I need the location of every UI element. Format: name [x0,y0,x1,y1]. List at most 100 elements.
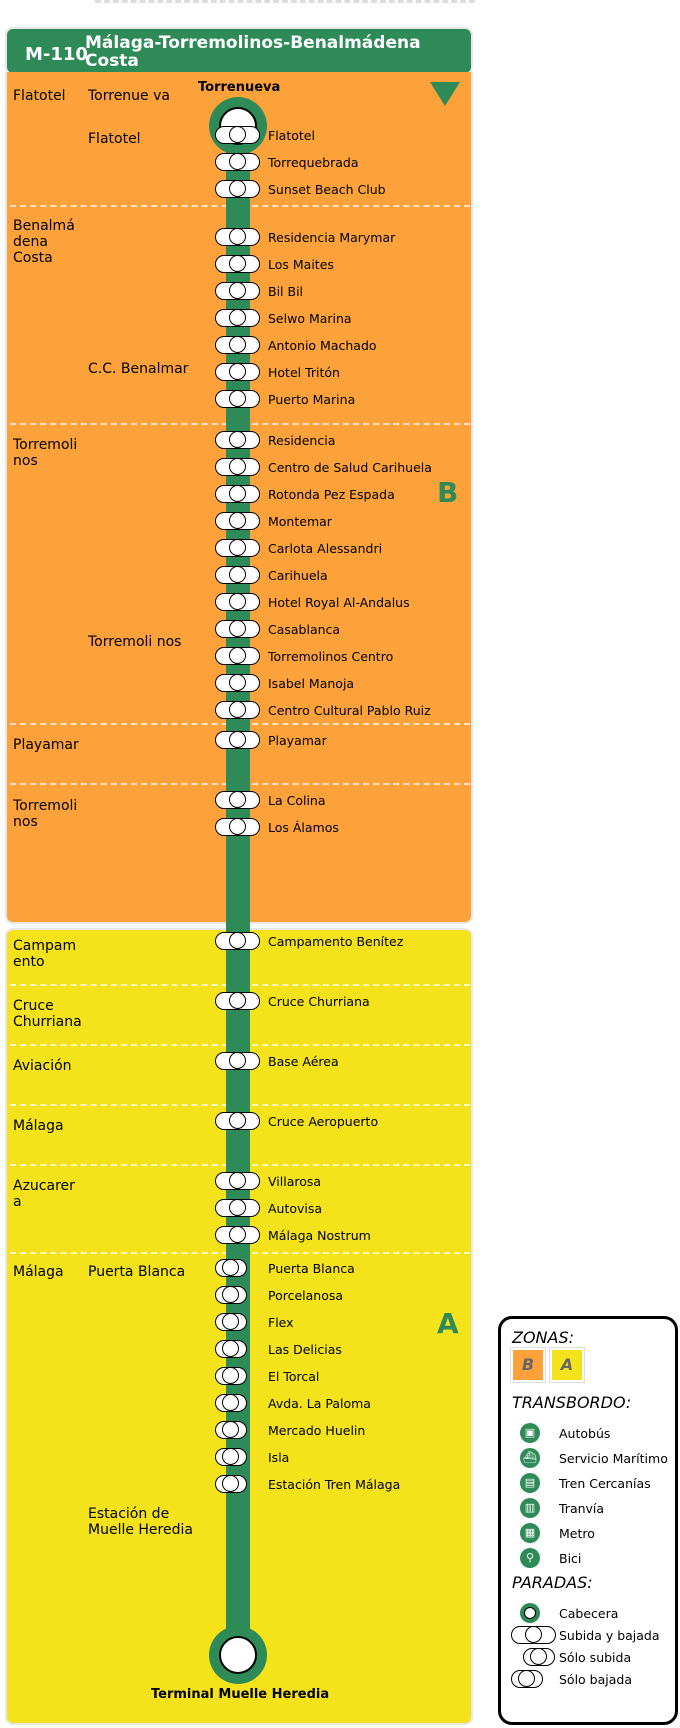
stop-item[interactable]: Carihuela [0,565,480,585]
stop-item[interactable]: Residencia [0,430,480,450]
end-terminal-icon [209,1626,267,1684]
stop-item[interactable]: Selwo Marina [0,308,480,328]
stop-item[interactable]: Bil Bil [0,281,480,301]
stop-item[interactable]: El Torcal [0,1366,480,1386]
stop-item[interactable]: Residencia Marymar [0,227,480,247]
stop-name: Puerta Blanca [268,1261,355,1276]
stop-board-alight-icon [215,308,260,327]
legend-transfer-label: Tranvía [559,1501,605,1516]
stop-name: Las Delicias [268,1342,342,1357]
stop-board-alight-icon [215,817,260,836]
locality-label: Puerta Blanca [88,1264,186,1280]
legend-transfer-label: Metro [559,1526,595,1541]
stop-name: Cruce Aeropuerto [268,1114,379,1129]
stop-item[interactable]: Centro Cultural Pablo Ruiz [0,700,480,720]
stop-name: Flatotel [268,128,315,143]
stop-item[interactable]: Avda. La Paloma [0,1393,480,1413]
end-terminal-label: Terminal Muelle Heredia [151,1687,330,1702]
stop-item[interactable]: Estación Tren Málaga [0,1474,480,1494]
legend-transfer-item: ⚲Bici [511,1548,676,1568]
stop-item[interactable]: Carlota Alessandri [0,538,480,558]
legend-stop-type-item: Cabecera [511,1603,676,1623]
stop-name: Montemar [268,514,332,529]
stop-board-alight-icon [215,991,260,1010]
locality-label: Flatotel [88,131,141,147]
stop-item[interactable]: Las Delicias [0,1339,480,1359]
stop-board-alight-icon [215,1171,260,1190]
stop-board-alight-icon [215,484,260,503]
line-code: M-110 [25,44,88,65]
municipality-label: Torremoli nos [13,437,78,469]
stop-item[interactable]: Campamento Benítez [0,931,480,951]
stop-name: Base Aérea [268,1054,339,1069]
stop-item[interactable]: Antonio Machado [0,335,480,355]
legend-stop-type-label: Subida y bajada [559,1628,660,1643]
stop-name: Cruce Churriana [268,994,370,1009]
legend-transfer-title: TRANSBORDO: [512,1393,632,1412]
zone-label-a: A [437,1307,459,1340]
stop-item[interactable]: Casablanca [0,619,480,639]
municipality-label: Málaga [13,1118,64,1134]
stop-item[interactable]: Isabel Manoja [0,673,480,693]
stop-alight-only-icon [215,1420,247,1439]
metro-icon: ▦ [520,1523,540,1543]
stop-alight-only-icon [215,1312,247,1331]
stop-name: Centro de Salud Carihuela [268,460,432,475]
stop-item[interactable]: Rotonda Pez Espada [0,484,480,504]
locality-label: Torrenue va [88,88,170,104]
stop-board-alight-icon [215,335,260,354]
stop-item[interactable]: Montemar [0,511,480,531]
stop-item[interactable]: Torrequebrada [0,152,480,172]
stop-item[interactable]: Hotel Royal Al-Andalus [0,592,480,612]
stop-item[interactable]: Puerto Marina [0,389,480,409]
stop-name: Isabel Manoja [268,676,355,691]
stop-board-alight-icon [215,281,260,300]
municipality-label: Cruce Churriana [13,998,82,1030]
stop-item[interactable]: Los Maites [0,254,480,274]
stop-item[interactable]: Playamar [0,730,480,750]
legend-transfer-label: Autobús [559,1426,611,1441]
municipality-label: Málaga [13,1264,64,1280]
stop-item[interactable]: La Colina [0,790,480,810]
stop-name: Autovisa [268,1201,323,1216]
top-dashes [95,0,475,3]
stop-board-alight-icon [215,152,260,171]
stop-item[interactable]: Hotel Tritón [0,362,480,382]
stop-name: Carlota Alessandri [268,541,383,556]
stop-name: Hotel Royal Al-Andalus [268,595,410,610]
stop-alight-only-icon [215,1447,247,1466]
stop-item[interactable]: Puerta Blanca [0,1258,480,1278]
stop-type-icon [511,1625,556,1644]
bike-icon: ⚲ [520,1548,540,1568]
legend-box: ZONAS: B A TRANSBORDO: ▣Autobús⛴Servicio… [498,1316,678,1725]
stop-name: Estación Tren Málaga [268,1477,401,1492]
stop-name: La Colina [268,793,326,808]
legend-transfer-item: ⛴Servicio Marítimo [511,1448,676,1468]
stop-board-alight-icon [215,700,260,719]
stop-item[interactable]: Villarosa [0,1171,480,1191]
stop-item[interactable]: Centro de Salud Carihuela [0,457,480,477]
stop-name: Los Maites [268,257,334,272]
stop-alight-only-icon [215,1474,247,1493]
stop-item[interactable]: Sunset Beach Club [0,179,480,199]
stop-name: Torrequebrada [268,155,359,170]
legend-stop-type-label: Sólo bajada [559,1672,632,1687]
stop-item[interactable]: Los Álamos [0,817,480,837]
stop-item[interactable]: Porcelanosa [0,1285,480,1305]
stop-item[interactable]: Flex [0,1312,480,1332]
train-icon: ▤ [520,1473,540,1493]
stop-item[interactable]: Cruce Churriana [0,991,480,1011]
stop-item[interactable]: Base Aérea [0,1051,480,1071]
municipality-label: Benalmá dena Costa [13,218,75,266]
stop-item[interactable]: Isla [0,1447,480,1467]
stop-item[interactable]: Málaga Nostrum [0,1225,480,1245]
stop-item[interactable]: Mercado Huelin [0,1420,480,1440]
stop-alight-only-icon [215,1285,247,1304]
stop-item[interactable]: Cruce Aeropuerto [0,1111,480,1131]
legend-stop-type-label: Cabecera [559,1606,619,1621]
stop-item[interactable]: Autovisa [0,1198,480,1218]
start-terminal-label: Torrenueva [198,80,281,95]
stop-item[interactable]: Torremolinos Centro [0,646,480,666]
direction-arrow-icon [430,82,460,106]
stop-item[interactable]: Flatotel [0,125,480,145]
